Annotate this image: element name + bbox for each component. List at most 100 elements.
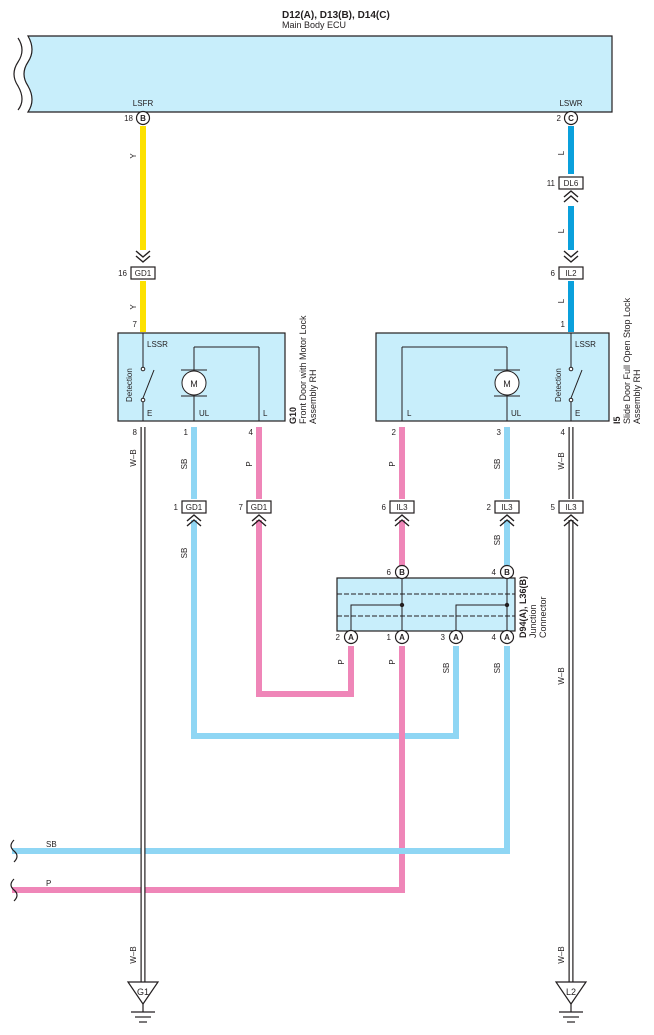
ground-g1: G1	[126, 981, 160, 1023]
connector-gd1-l: GD1 7	[239, 500, 272, 514]
bus-break-sb	[10, 839, 18, 863]
ecu-pin-c-letter: C	[568, 114, 574, 123]
svg-text:P: P	[388, 659, 397, 664]
svg-text:W–B: W–B	[129, 946, 138, 963]
g10-detection-switch	[140, 333, 155, 421]
front-door-motor-lock-assembly: 7 LSSR Detection M E UL L 8 1 4 G10	[117, 315, 318, 437]
i5-lssr: LSSR	[575, 340, 596, 349]
junction-pin-a1	[394, 629, 410, 645]
i5-motor	[401, 346, 520, 421]
svg-text:4: 4	[492, 568, 497, 577]
g10-pin-top: 7	[133, 320, 138, 329]
svg-text:16: 16	[118, 269, 127, 278]
wires	[10, 126, 574, 982]
svg-text:2: 2	[336, 633, 341, 642]
svg-text:IL2: IL2	[565, 269, 577, 278]
svg-text:A: A	[453, 633, 459, 642]
svg-text:DL6: DL6	[564, 179, 579, 188]
svg-text:1: 1	[174, 503, 179, 512]
svg-text:W–B: W–B	[557, 452, 566, 469]
connector-il3-l: IL3 6	[382, 500, 415, 514]
svg-text:6: 6	[387, 568, 392, 577]
wire-labels: Y Y L L L W–B SB P P SB W–B SB P P SB SB…	[46, 150, 566, 963]
g10-detection-label: Detection	[125, 368, 134, 402]
svg-text:SB: SB	[442, 663, 451, 674]
svg-text:IL3: IL3	[501, 503, 513, 512]
i5-name-1: Slide Door Full Open Stop Lock	[622, 297, 632, 424]
svg-text:GD1: GD1	[251, 503, 268, 512]
i5-detection-switch	[568, 333, 583, 421]
g10-pin-l: 4	[249, 428, 254, 437]
i5-detection-label: Detection	[554, 368, 563, 402]
svg-text:L: L	[557, 298, 566, 303]
connector-gd1-top: GD1 16	[118, 266, 156, 280]
ecu-pin-c-circle	[563, 110, 579, 126]
svg-text:SB: SB	[180, 548, 189, 559]
svg-text:P: P	[337, 659, 346, 664]
svg-text:P: P	[245, 461, 254, 466]
ecu-pin-18: 18	[124, 114, 133, 123]
junction-pin-a2	[343, 629, 359, 645]
main-body-ecu: D12(A), D13(B), D14(C) Main Body ECU LSF…	[13, 10, 613, 126]
g10-term-l: L	[263, 409, 268, 418]
svg-text:P: P	[46, 879, 51, 888]
svg-text:5: 5	[551, 503, 556, 512]
inline-connectors: GD1 16 DL6 11 IL2 6 GD1 1 GD1 7 IL3 6	[118, 176, 584, 514]
svg-text:11: 11	[547, 179, 556, 188]
g10-pin-e: 8	[133, 428, 138, 437]
svg-text:B: B	[504, 568, 510, 577]
junction-pin-a3	[448, 629, 464, 645]
svg-text:Y: Y	[129, 153, 138, 159]
svg-text:Y: Y	[129, 304, 138, 310]
svg-text:SB: SB	[46, 840, 57, 849]
junction-pin-b4	[499, 564, 515, 580]
connector-gd1-ul: GD1 1	[174, 500, 207, 514]
g10-term-e: E	[147, 409, 152, 418]
i5-term-ul: UL	[511, 409, 522, 418]
connector-il2: IL2 6	[551, 266, 584, 280]
i5-pin-l: 2	[392, 428, 397, 437]
svg-text:6: 6	[382, 503, 387, 512]
wire-p-gd1-to-j2	[256, 520, 354, 697]
svg-text:SB: SB	[180, 459, 189, 470]
i5-pin-e: 4	[561, 428, 566, 437]
junction-name-1: Junction	[528, 604, 538, 638]
g10-lssr: LSSR	[147, 340, 168, 349]
junction-code: D94(A), L36(B)	[518, 576, 528, 638]
svg-text:GD1: GD1	[186, 503, 203, 512]
svg-text:L2: L2	[566, 987, 576, 997]
i5-term-e: E	[575, 409, 580, 418]
g10-code: G10	[288, 407, 298, 424]
i5-pin-top: 1	[561, 320, 566, 329]
svg-text:7: 7	[239, 503, 244, 512]
svg-text:IL3: IL3	[396, 503, 408, 512]
svg-text:L: L	[557, 150, 566, 155]
ecu-pin-b-letter: B	[140, 114, 146, 123]
svg-text:A: A	[504, 633, 510, 642]
svg-text:P: P	[388, 461, 397, 466]
wire-sb-gd1-to-j3	[191, 520, 459, 739]
junction-pin-a4	[499, 629, 515, 645]
ecu-pin-2: 2	[557, 114, 562, 123]
chevrons	[135, 190, 579, 527]
svg-text:SB: SB	[493, 663, 502, 674]
svg-text:W–B: W–B	[557, 667, 566, 684]
wire-sb-j4-bus	[12, 646, 510, 854]
connector-il3-e: IL3 5	[551, 500, 584, 514]
svg-text:4: 4	[492, 633, 497, 642]
bus-break-p	[10, 878, 18, 902]
svg-text:B: B	[399, 568, 405, 577]
slide-door-full-open-stop-lock-assembly: 1 LSSR M Detection L UL E 2 3 4 I5 Slide…	[375, 297, 642, 437]
junction-connector: B 6 B 4 A 2 A 1 A 3 A 4 D94(A), L36(B) J…	[336, 564, 548, 645]
i5-code: I5	[612, 416, 622, 424]
ecu-terminal-lswr: LSWR	[559, 99, 582, 108]
svg-text:SB: SB	[493, 535, 502, 546]
ecu-terminal-lsfr: LSFR	[133, 99, 154, 108]
svg-text:1: 1	[387, 633, 392, 642]
g10-pin-ul: 1	[184, 428, 189, 437]
svg-text:6: 6	[551, 269, 556, 278]
g10-motor-label: M	[190, 379, 198, 389]
i5-motor-label: M	[503, 379, 511, 389]
svg-text:3: 3	[441, 633, 446, 642]
svg-text:IL3: IL3	[565, 503, 577, 512]
